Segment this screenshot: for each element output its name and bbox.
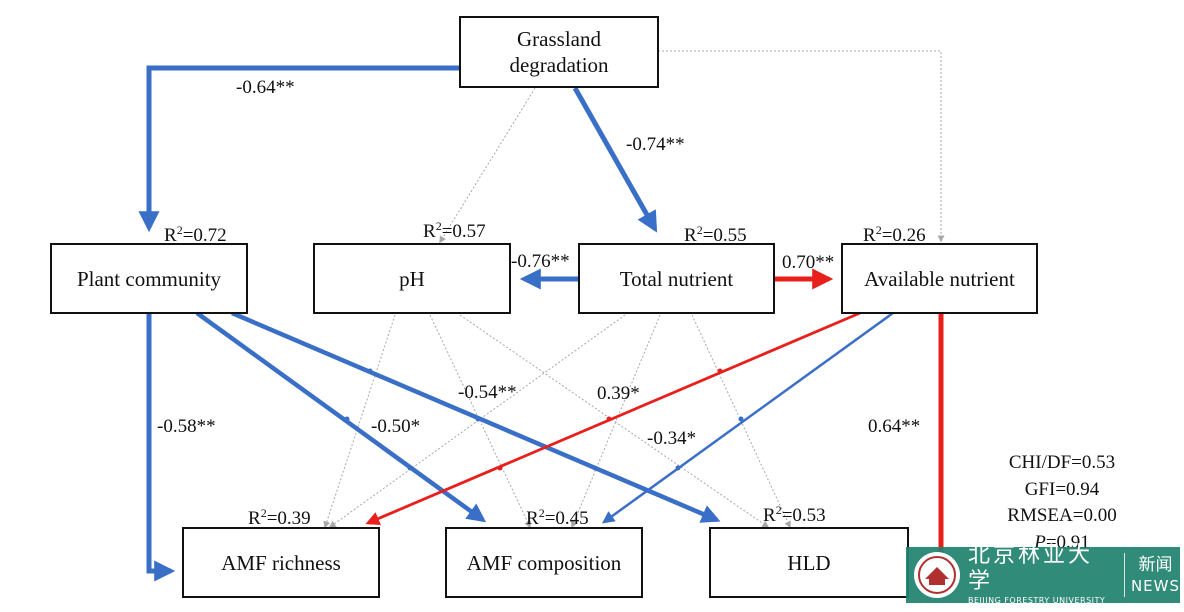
node-grassland-degradation: Grassland degradation	[459, 16, 659, 88]
path-grassland-plant	[138, 65, 461, 233]
r2-plant: R2=0.72	[164, 223, 227, 246]
r2-amf-richness: R2=0.39	[248, 506, 311, 529]
node-ph: pH	[313, 243, 511, 314]
watermark-news-cn: 新闻	[1138, 555, 1173, 575]
fit-rmsea: RMSEA=0.00	[1007, 505, 1117, 526]
watermark-news: 新闻 NEWS	[1131, 554, 1180, 596]
path-available-amf-richness	[365, 311, 861, 526]
node-total-nutrient: Total nutrient	[578, 243, 775, 314]
fit-gfi: GFI=0.94	[1024, 478, 1100, 500]
node-amf-composition-label: AMF composition	[466, 550, 622, 575]
path-plant-amf-richness	[146, 313, 176, 582]
path-total-amf-composition	[570, 314, 661, 529]
model-fit-stats: CHI/DF=0.53 GFI=0.94 RMSEA=0.00 P=0.91	[992, 450, 1132, 556]
path-grassland-available	[658, 50, 945, 243]
r2-ph: R2=0.57	[423, 219, 486, 242]
node-available-nutrient: Available nutrient	[841, 243, 1038, 314]
r2-hld: R2=0.53	[763, 503, 826, 526]
coef-available-hld: 0.64**	[868, 416, 921, 437]
fit-chi-df: CHI/DF=0.53	[1008, 452, 1116, 473]
coef-grassland-plant: -0.64**	[236, 77, 295, 98]
path-plant-amf-composition	[195, 311, 487, 523]
node-plant-community: Plant community	[50, 243, 248, 314]
crossing-dots	[344, 368, 744, 471]
watermark-cn: 北京林业大学	[967, 543, 1093, 594]
coef-available-amf-richness: 0.39*	[597, 383, 640, 404]
coef-total-ph: -0.76**	[511, 251, 570, 272]
node-hld: HLD	[709, 527, 909, 598]
r2-available: R2=0.26	[863, 223, 926, 246]
node-ph-label: pH	[399, 266, 425, 291]
r2-total: R2=0.55	[684, 223, 747, 246]
node-amf-richness-label: AMF richness	[221, 550, 341, 575]
node-amf-composition: AMF composition	[445, 527, 643, 598]
node-grassland-label: Grassland degradation	[509, 27, 609, 77]
path-plant-hld	[231, 310, 721, 523]
path-ph-hld	[459, 314, 770, 528]
watermark-university-name: 北京林业大学 BEIJING FORESTRY UNIVERSITY	[968, 543, 1118, 607]
path-grassland-total	[572, 86, 658, 233]
node-available-label: Available nutrient	[864, 266, 1015, 291]
watermark-news-en: NEWS	[1130, 577, 1180, 595]
coef-total-available: 0.70**	[782, 252, 835, 273]
university-news-watermark: 北京林业大学 BEIJING FORESTRY UNIVERSITY 新闻 NE…	[906, 543, 1180, 605]
coef-plant-amf-richness: -0.58**	[157, 416, 216, 437]
coef-plant-amf-composition: -0.50*	[371, 416, 421, 437]
path-available-amf-composition	[601, 311, 894, 524]
path-ph-amf-richness	[323, 314, 396, 529]
coef-grassland-total: -0.74**	[626, 134, 685, 155]
coef-plant-hld: -0.54**	[458, 382, 517, 403]
node-total-label: Total nutrient	[619, 266, 734, 291]
node-plant-label: Plant community	[76, 266, 222, 291]
watermark-divider	[1123, 553, 1125, 597]
watermark-en: BEIJING FORESTRY UNIVERSITY	[967, 596, 1106, 605]
node-hld-label: HLD	[787, 550, 831, 575]
university-logo-icon	[914, 552, 960, 598]
coef-available-amf-composition: -0.34*	[647, 428, 697, 449]
r2-amf-composition: R2=0.45	[526, 506, 589, 529]
node-amf-richness: AMF richness	[182, 527, 380, 598]
